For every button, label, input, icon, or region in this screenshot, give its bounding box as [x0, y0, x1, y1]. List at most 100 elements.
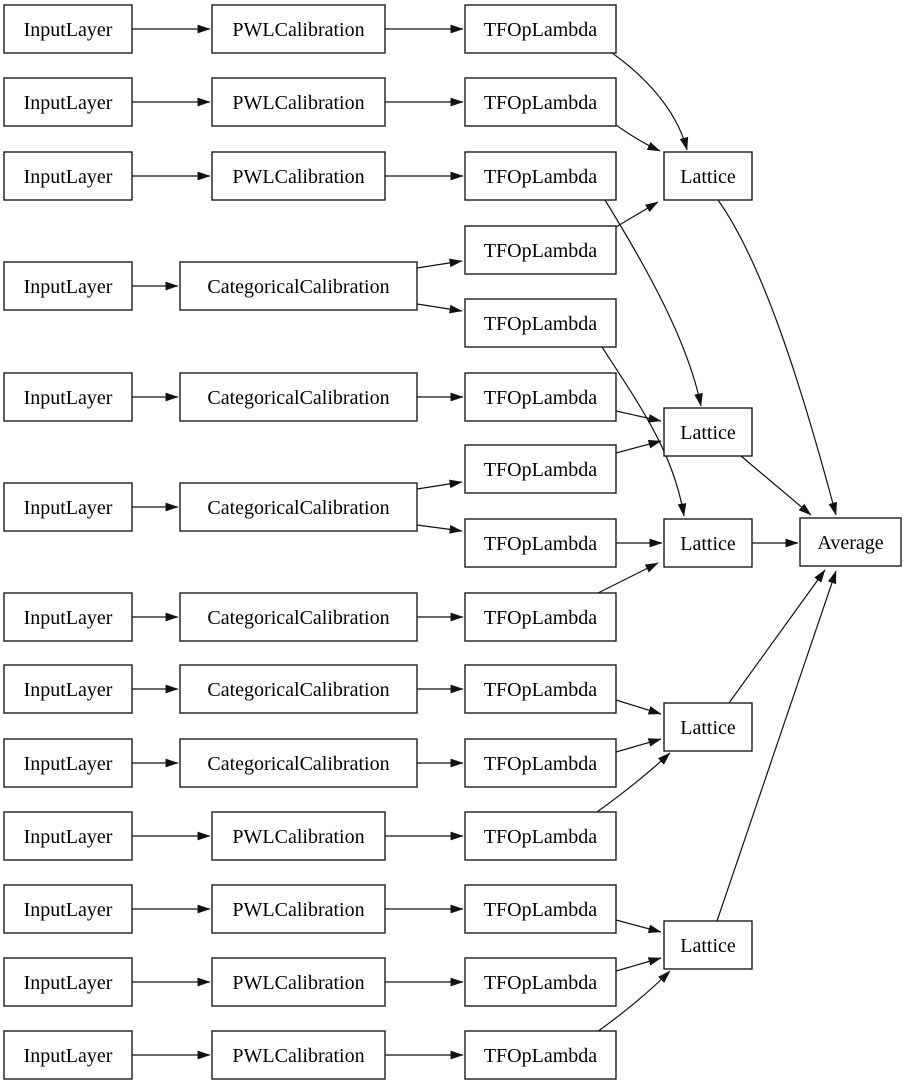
node-box-cat6 — [179, 482, 418, 532]
node-il4: InputLayer — [3, 261, 133, 311]
edge-lat2-avg — [740, 455, 812, 516]
node-label-il4: InputLayer — [24, 276, 113, 298]
node-label-t11: TFOpLambda — [484, 753, 597, 775]
node-label-il2: InputLayer — [24, 92, 113, 114]
node-box-pwl12 — [211, 957, 386, 1007]
node-t3: TFOpLambda — [464, 151, 617, 201]
node-il6: InputLayer — [3, 482, 133, 532]
node-box-il5 — [3, 372, 133, 422]
node-label-cat6: CategoricalCalibration — [207, 497, 389, 519]
node-label-t7: TFOpLambda — [484, 459, 597, 481]
node-label-t3: TFOpLambda — [484, 166, 597, 188]
node-label-cat5: CategoricalCalibration — [207, 387, 389, 409]
node-box-il1 — [3, 4, 133, 54]
node-box-t13 — [464, 884, 617, 934]
node-label-il3: InputLayer — [24, 166, 113, 188]
node-box-t3 — [464, 151, 617, 201]
edge-lat1-avg — [717, 199, 837, 516]
node-il11: InputLayer — [3, 884, 133, 934]
edge-t1-lat1 — [611, 52, 689, 151]
node-label-lat2: Lattice — [680, 422, 736, 444]
node-box-il10 — [3, 811, 133, 861]
node-label-pwl1: PWLCalibration — [232, 19, 364, 41]
node-box-t1 — [464, 4, 617, 54]
edge-t15-lat5 — [596, 970, 671, 1033]
node-label-cat4: CategoricalCalibration — [207, 276, 389, 298]
edge-t7-lat2 — [615, 440, 662, 454]
node-box-il9 — [3, 738, 133, 788]
node-label-pwl12: PWLCalibration — [232, 972, 364, 994]
node-box-pwl2 — [211, 77, 386, 127]
node-box-t7 — [464, 444, 617, 494]
node-box-avg — [799, 517, 902, 567]
edge-t6-lat2 — [615, 410, 662, 423]
node-box-lat4 — [663, 702, 753, 752]
node-label-il5: InputLayer — [24, 387, 113, 409]
node-box-cat4 — [179, 261, 418, 311]
node-cat5: CategoricalCalibration — [179, 372, 418, 422]
node-label-t1: TFOpLambda — [484, 19, 597, 41]
node-label-t12: TFOpLambda — [484, 826, 597, 848]
node-il10: InputLayer — [3, 811, 133, 861]
node-box-t10 — [464, 664, 617, 714]
node-label-t10: TFOpLambda — [484, 679, 597, 701]
node-pwl11: PWLCalibration — [211, 884, 386, 934]
node-box-il12 — [3, 957, 133, 1007]
node-label-pwl2: PWLCalibration — [232, 92, 364, 114]
node-box-pwl11 — [211, 884, 386, 934]
edge-cat6-t8 — [416, 524, 463, 534]
node-t4: TFOpLambda — [464, 225, 617, 275]
node-t8: TFOpLambda — [464, 518, 617, 568]
node-box-t8 — [464, 518, 617, 568]
node-box-lat1 — [663, 151, 753, 201]
node-box-t12 — [464, 811, 617, 861]
edge-t3-lat2 — [604, 199, 703, 407]
node-il13: InputLayer — [3, 1030, 133, 1080]
edge-t4-lat1 — [615, 201, 659, 228]
node-box-il11 — [3, 884, 133, 934]
node-label-pwl10: PWLCalibration — [232, 826, 364, 848]
edge-cat6-t7 — [416, 479, 463, 490]
node-box-t5 — [464, 298, 617, 348]
node-label-il10: InputLayer — [24, 826, 113, 848]
edge-lat5-avg — [716, 570, 837, 922]
edge-t10-lat4 — [615, 699, 662, 715]
node-label-t6: TFOpLambda — [484, 387, 597, 409]
node-il1: InputLayer — [3, 4, 133, 54]
node-lat3: Lattice — [663, 518, 753, 568]
node-lat4: Lattice — [663, 702, 753, 752]
node-il2: InputLayer — [3, 77, 133, 127]
node-label-pwl3: PWLCalibration — [232, 166, 364, 188]
edge-t14-lat5 — [615, 957, 662, 972]
node-box-t4 — [464, 225, 617, 275]
node-box-il2 — [3, 77, 133, 127]
edge-cat4-t4 — [416, 258, 463, 269]
node-label-lat5: Lattice — [680, 935, 736, 957]
node-il8: InputLayer — [3, 664, 133, 714]
node-box-t9 — [464, 592, 617, 642]
node-t7: TFOpLambda — [464, 444, 617, 494]
node-label-avg: Average — [817, 532, 883, 554]
node-label-cat9: CategoricalCalibration — [207, 753, 389, 775]
node-il7: InputLayer — [3, 592, 133, 642]
node-label-lat4: Lattice — [680, 717, 736, 739]
node-t6: TFOpLambda — [464, 372, 617, 422]
node-label-il1: InputLayer — [24, 19, 113, 41]
node-label-cat7: CategoricalCalibration — [207, 607, 389, 629]
node-il5: InputLayer — [3, 372, 133, 422]
node-box-cat7 — [179, 592, 418, 642]
node-cat6: CategoricalCalibration — [179, 482, 418, 532]
node-pwl10: PWLCalibration — [211, 811, 386, 861]
node-label-t4: TFOpLambda — [484, 240, 597, 262]
node-label-t9: TFOpLambda — [484, 607, 597, 629]
node-box-pwl1 — [211, 4, 386, 54]
node-t9: TFOpLambda — [464, 592, 617, 642]
node-box-t15 — [464, 1030, 617, 1080]
edge-t9-lat3 — [597, 562, 659, 594]
node-pwl2: PWLCalibration — [211, 77, 386, 127]
node-label-il8: InputLayer — [24, 679, 113, 701]
node-t5: TFOpLambda — [464, 298, 617, 348]
node-box-cat5 — [179, 372, 418, 422]
nodes-layer: InputLayerInputLayerInputLayerInputLayer… — [3, 4, 902, 1080]
